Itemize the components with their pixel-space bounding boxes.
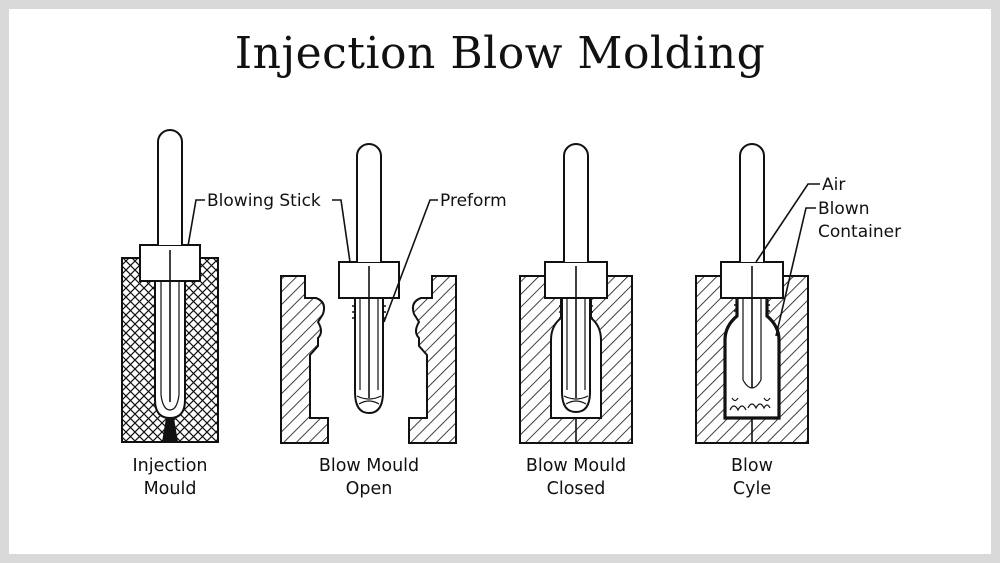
stage-injection-mould bbox=[121, 129, 219, 443]
label-preform: Preform bbox=[440, 191, 507, 211]
label-blown-container-line1: Blown bbox=[818, 199, 869, 219]
callout-leaders bbox=[187, 183, 820, 337]
caption-stage2-line1: Blow Mould bbox=[319, 456, 419, 476]
blowing-stick bbox=[739, 143, 765, 262]
caption-stage1-line1: Injection bbox=[132, 456, 207, 476]
page-title: Injection Blow Molding bbox=[234, 28, 766, 79]
caption-stage3-line2: Closed bbox=[547, 479, 606, 499]
caption-stage1-line2: Mould bbox=[144, 479, 197, 499]
air-swirls bbox=[729, 397, 771, 412]
air-leader bbox=[755, 183, 820, 263]
blowing-stick bbox=[157, 129, 183, 245]
stage-blow-cycle bbox=[695, 143, 809, 444]
open-mould-left-half bbox=[280, 275, 329, 444]
blowing-stick-leader bbox=[187, 199, 205, 247]
blowing-stick-leader-2 bbox=[332, 199, 351, 263]
preform-leader bbox=[383, 199, 438, 323]
injection-gate bbox=[162, 418, 178, 442]
caption-stage4-line1: Blow bbox=[731, 456, 773, 476]
label-blowing-stick: Blowing Stick bbox=[207, 191, 321, 211]
stage-blow-mould-open bbox=[280, 143, 457, 444]
open-mould-right-half bbox=[408, 275, 457, 444]
caption-stage3-line1: Blow Mould bbox=[526, 456, 626, 476]
caption-stage2-line2: Open bbox=[346, 479, 393, 499]
blowing-stick bbox=[563, 143, 589, 262]
blown-container-leader bbox=[775, 207, 816, 337]
label-air: Air bbox=[822, 175, 845, 195]
blowing-stick bbox=[356, 143, 382, 262]
stage-blow-mould-closed bbox=[519, 143, 633, 444]
label-blown-container-line2: Container bbox=[818, 222, 901, 242]
caption-stage4-line2: Cyle bbox=[733, 479, 771, 499]
